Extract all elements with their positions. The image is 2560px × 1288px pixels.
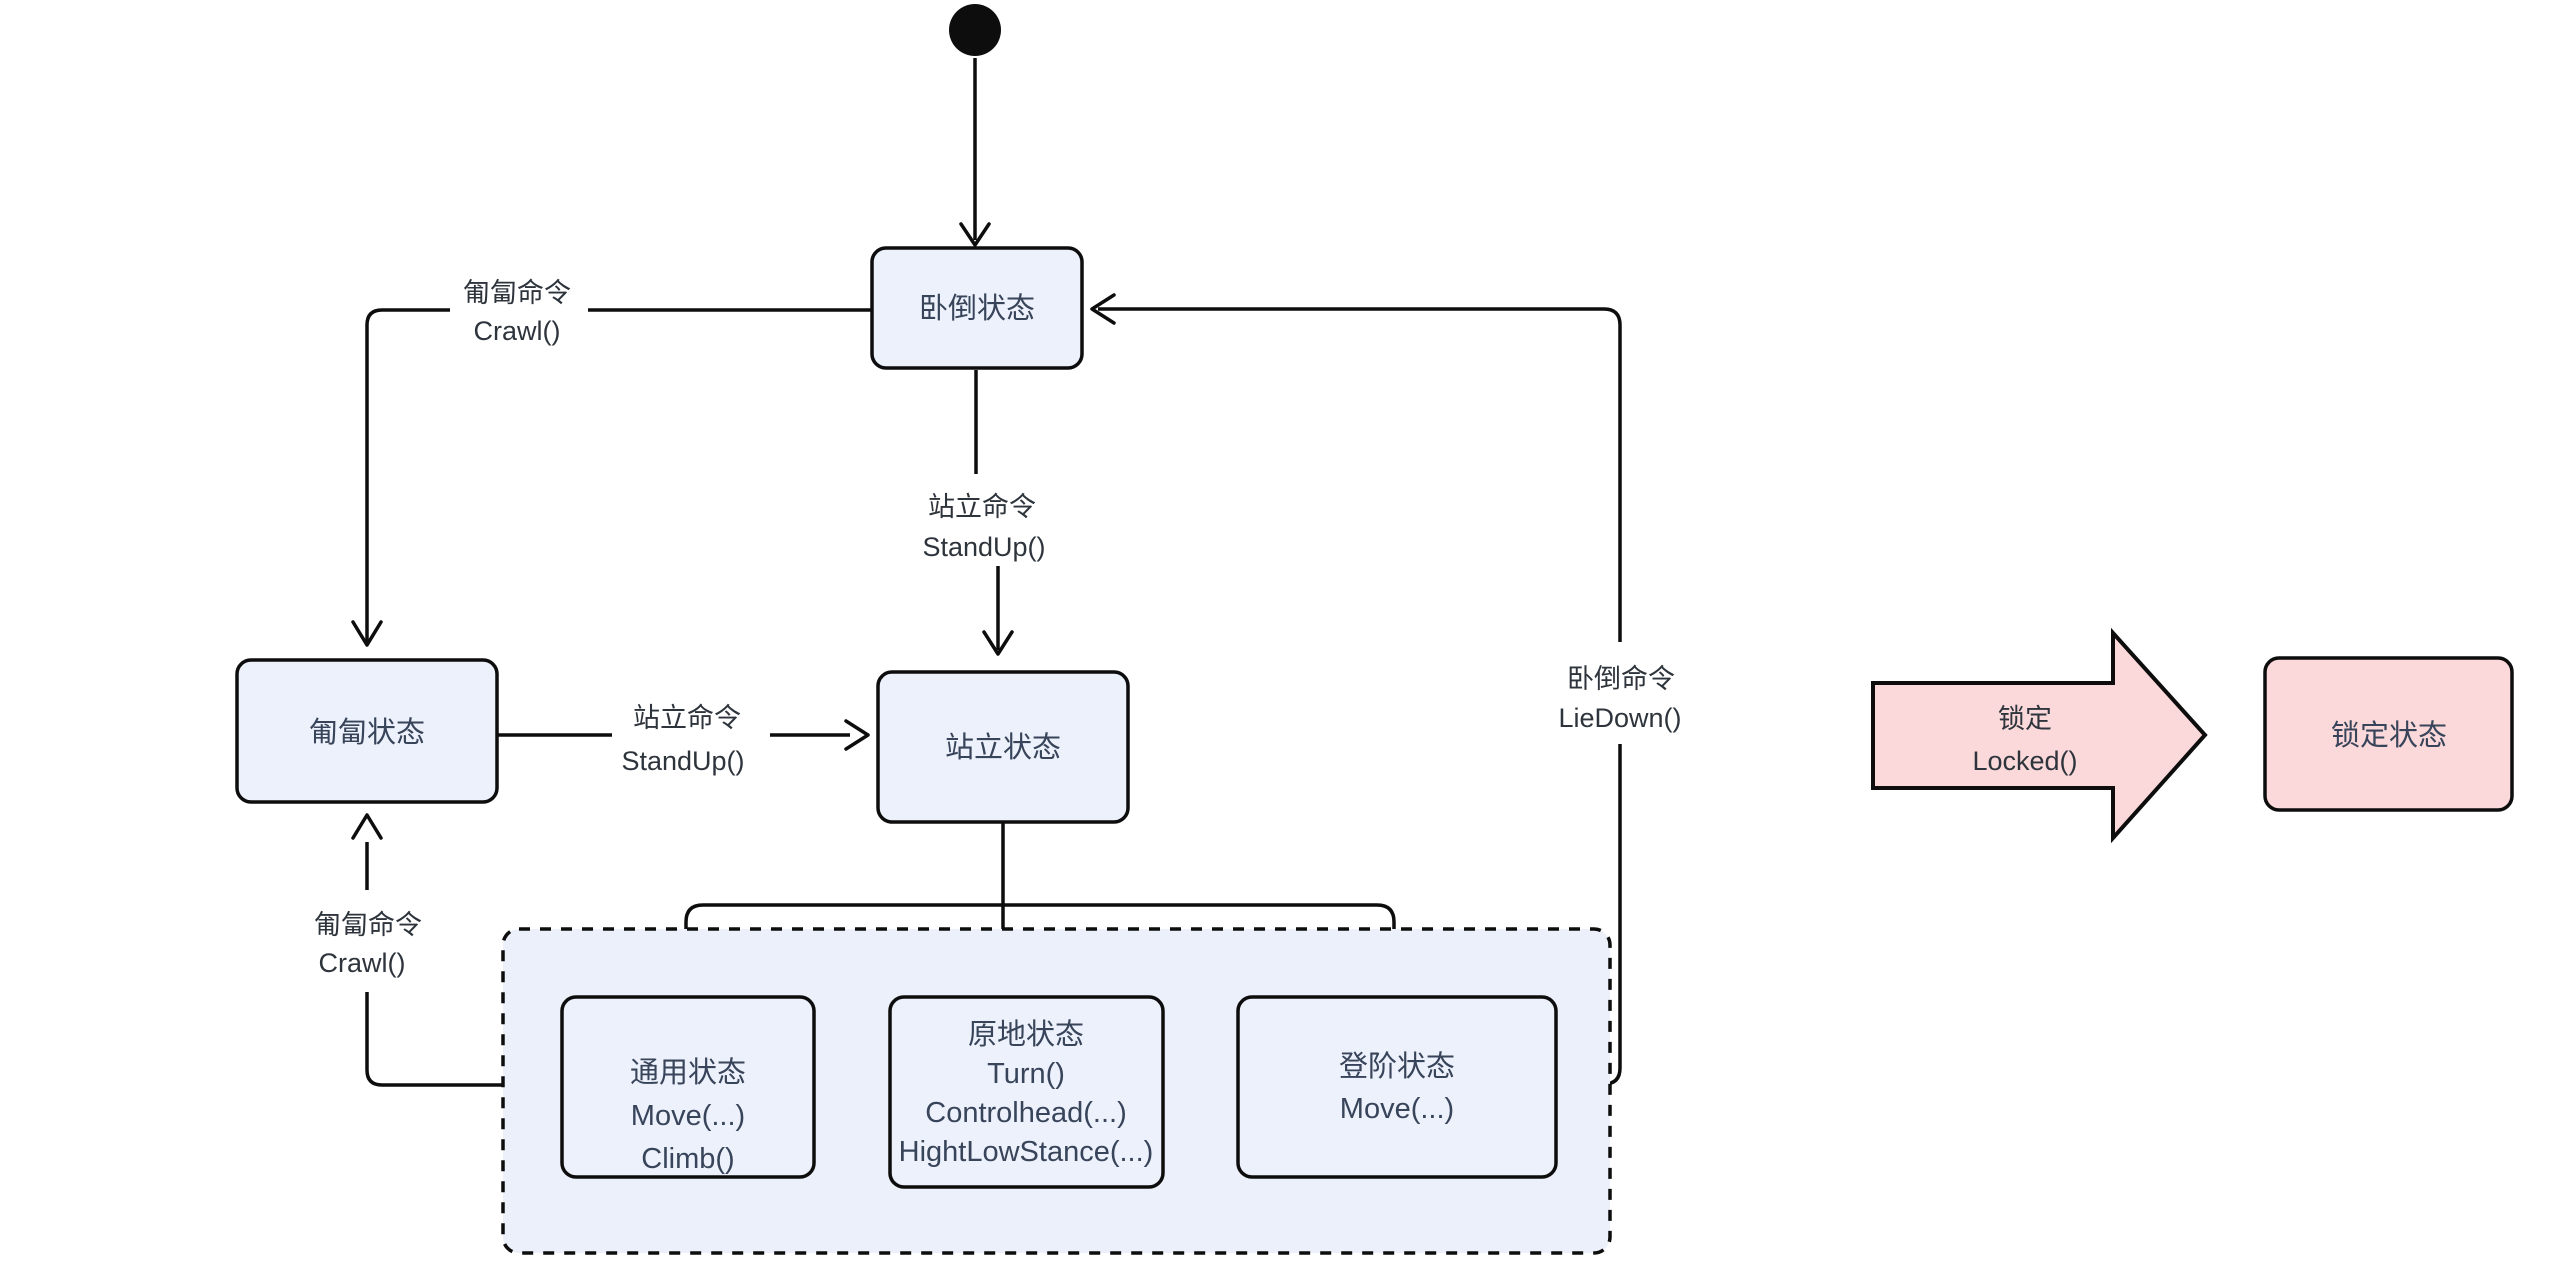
state-common-line: Move(...) xyxy=(631,1100,745,1132)
edge-liedown-to-stand xyxy=(974,370,1000,650)
edge-label-standup-fn: StandUp() xyxy=(922,532,1045,562)
state-in-place-line: Turn() xyxy=(987,1058,1065,1090)
state-common xyxy=(560,995,816,1179)
edge-common-to-crawl xyxy=(365,842,562,1087)
locked-transition-label: 锁定 xyxy=(1998,704,2052,734)
edge-label-crawl-cmd: 匍匐命令 xyxy=(463,278,571,308)
edge-branch-bar xyxy=(684,903,1396,984)
locked-transition-fn: Locked() xyxy=(1972,746,2077,776)
edge-label-crawl-fn: Crawl() xyxy=(474,316,561,346)
edge-liedown-to-crawl xyxy=(365,308,872,642)
edge-label-standup-cmd: 站立命令 xyxy=(633,703,741,733)
arrowhead-right-icon xyxy=(844,719,870,751)
locked-transition-arrow xyxy=(1871,627,2208,844)
state-in-place-line: 原地状态 xyxy=(968,1018,1084,1051)
arrowhead-up-icon xyxy=(351,813,383,840)
state-locked xyxy=(2263,656,2514,812)
state-in-place-line: HightLowStance(...) xyxy=(899,1136,1154,1168)
edge-label-crawl-fn: Crawl() xyxy=(319,948,406,978)
edge-label-crawl-cmd: 匍匐命令 xyxy=(314,910,422,940)
state-in-place xyxy=(888,995,1165,1189)
arrowhead-down-icon xyxy=(982,630,1014,656)
state-stand xyxy=(876,670,1130,824)
state-common-line: 通用状态 xyxy=(630,1056,746,1089)
arrowhead-down-icon xyxy=(959,222,991,247)
state-in-place-line: Controlhead(...) xyxy=(925,1097,1127,1129)
state-lie-down xyxy=(870,246,1084,370)
state-stairs xyxy=(1236,995,1558,1179)
edge-label-liedown-fn: LieDown() xyxy=(1558,703,1681,733)
state-crawl xyxy=(235,658,499,804)
state-locked-label: 锁定状态 xyxy=(2331,719,2447,752)
state-lie-down-label: 卧倒状态 xyxy=(919,292,1035,325)
state-common-line: Climb() xyxy=(641,1143,734,1175)
initial-state-dot xyxy=(949,4,1001,56)
edge-label-standup-fn: StandUp() xyxy=(621,746,744,776)
state-stand-label: 站立状态 xyxy=(945,731,1061,764)
state-crawl-label: 匍匐状态 xyxy=(309,716,425,749)
edge-label-standup-cmd: 站立命令 xyxy=(928,492,1036,522)
edge-label-liedown-cmd: 卧倒命令 xyxy=(1567,664,1675,694)
arrowhead-left-icon xyxy=(1090,293,1116,325)
state-stairs-line: 登阶状态 xyxy=(1339,1050,1455,1083)
state-stairs-line: Move(...) xyxy=(1340,1093,1454,1125)
arrowhead-down-icon xyxy=(351,620,383,647)
